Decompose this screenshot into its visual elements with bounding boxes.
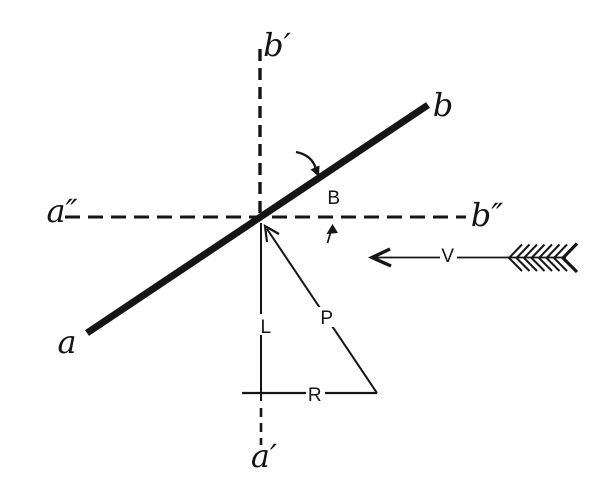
label-angle-b: B — [327, 188, 340, 209]
label-chord-a: a — [57, 323, 76, 361]
drag-label-mask — [306, 386, 325, 402]
label-axis-b-prime: b′ — [263, 26, 291, 64]
angle-arrow — [295, 150, 318, 170]
resultant-arrowhead — [263, 223, 280, 243]
velocity-arrowhead — [367, 247, 392, 268]
velocity-label-mask — [440, 247, 457, 262]
label-resultant-p: P — [320, 308, 333, 329]
label-drag-r: R — [308, 385, 322, 406]
label-axis-a-double-prime: a″ — [46, 192, 77, 230]
label-axis-a-prime: a′ — [251, 437, 278, 475]
label-lift-l: L — [260, 317, 271, 338]
resultant-label-mask — [317, 307, 335, 327]
label-axis-b-double-prime: b″ — [471, 196, 503, 234]
velocity-arrow-feather — [507, 242, 579, 274]
angle-arrowhead — [310, 165, 320, 177]
label-chord-b: b — [433, 86, 453, 124]
label-velocity-v: V — [441, 246, 454, 267]
lift-label-mask — [255, 314, 270, 335]
chord-line-ab — [85, 102, 430, 336]
incidence-arrowhead — [326, 224, 338, 234]
